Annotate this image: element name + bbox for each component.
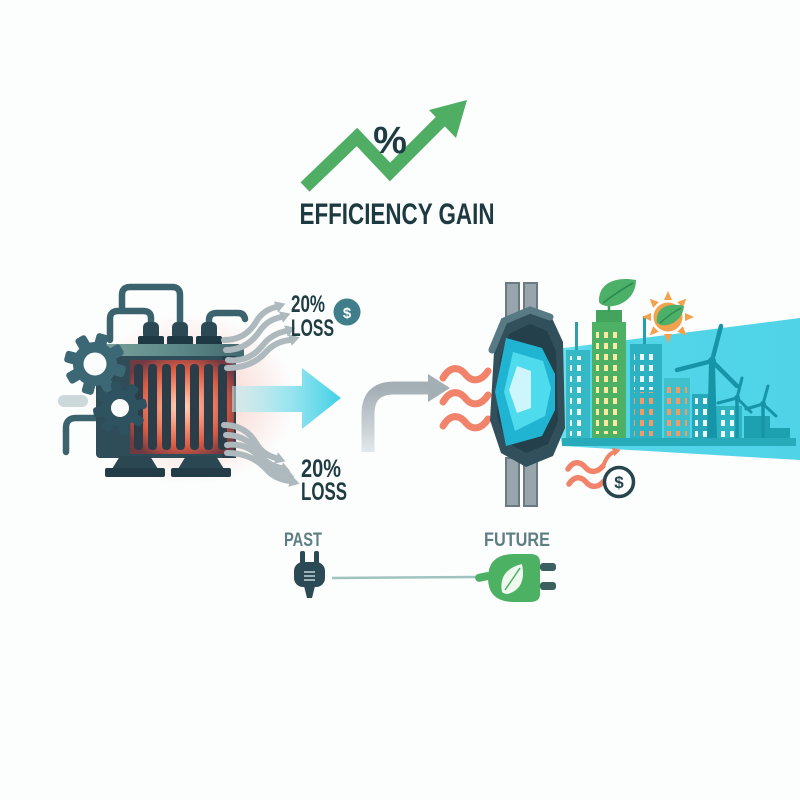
eco-sun-icon: [642, 291, 694, 343]
percent-symbol: %: [373, 120, 407, 162]
timeline: PAST FUTURE: [284, 530, 556, 602]
reduced-heat-wave-icon: [565, 460, 607, 490]
loss-top-text: LOSS: [291, 315, 334, 342]
cost-coin-symbol: $: [343, 305, 352, 322]
city-ground: [562, 438, 796, 446]
trend-up-arrow-icon: [300, 114, 448, 192]
savings-group: $: [565, 447, 636, 499]
cost-coin-icon: $: [333, 298, 361, 326]
eco-building: [592, 278, 636, 440]
motion-dash: [58, 395, 88, 407]
wind-turbine-icon: [744, 384, 778, 440]
energy-flow-arrow-icon: [232, 368, 341, 429]
loss-bottom-value: 20%: [301, 455, 341, 483]
heat-loss-waves-bottom-icon: [221, 422, 300, 487]
header-efficiency-gain: % EFFICIENCY GAIN: [300, 100, 495, 231]
power-plug-icon: [294, 551, 325, 598]
device-pipes: [505, 282, 538, 507]
building: [770, 428, 790, 440]
transition-arrow-icon: [361, 374, 450, 452]
transformer-bushings: [138, 322, 222, 346]
transformer-wires: [62, 283, 249, 456]
city-skyline: [562, 278, 796, 446]
timeline-connector-line: [331, 575, 477, 580]
savings-coin-symbol: $: [614, 473, 624, 492]
heat-wave-icon: [439, 365, 492, 432]
wind-turbine-icon: [674, 323, 740, 440]
savings-arrow-icon: [602, 447, 621, 466]
crystal-lens-icon: [495, 338, 555, 446]
transformer-feet: [105, 456, 231, 477]
eco-plug-icon: [475, 554, 556, 602]
device-bevel: [488, 306, 554, 354]
heat-loss-waves-top-icon: [221, 301, 300, 371]
trend-arrowhead-icon: [429, 100, 467, 138]
loss-top-label: 20% LOSS: [291, 291, 334, 342]
loss-top-value: 20%: [291, 291, 325, 318]
savings-coin-icon: $: [602, 465, 636, 499]
loss-bottom-label: 20% LOSS: [301, 455, 347, 506]
future-label: FUTURE: [484, 530, 550, 551]
future-transformer-icon: [488, 282, 565, 507]
past-label: PAST: [284, 530, 322, 551]
building: [744, 416, 770, 440]
gear-icon: [64, 333, 126, 395]
loss-bottom-text: LOSS: [301, 478, 347, 506]
gear-icon-small: [93, 381, 147, 435]
page-title: EFFICIENCY GAIN: [300, 198, 495, 231]
coil-fins: [134, 364, 227, 450]
